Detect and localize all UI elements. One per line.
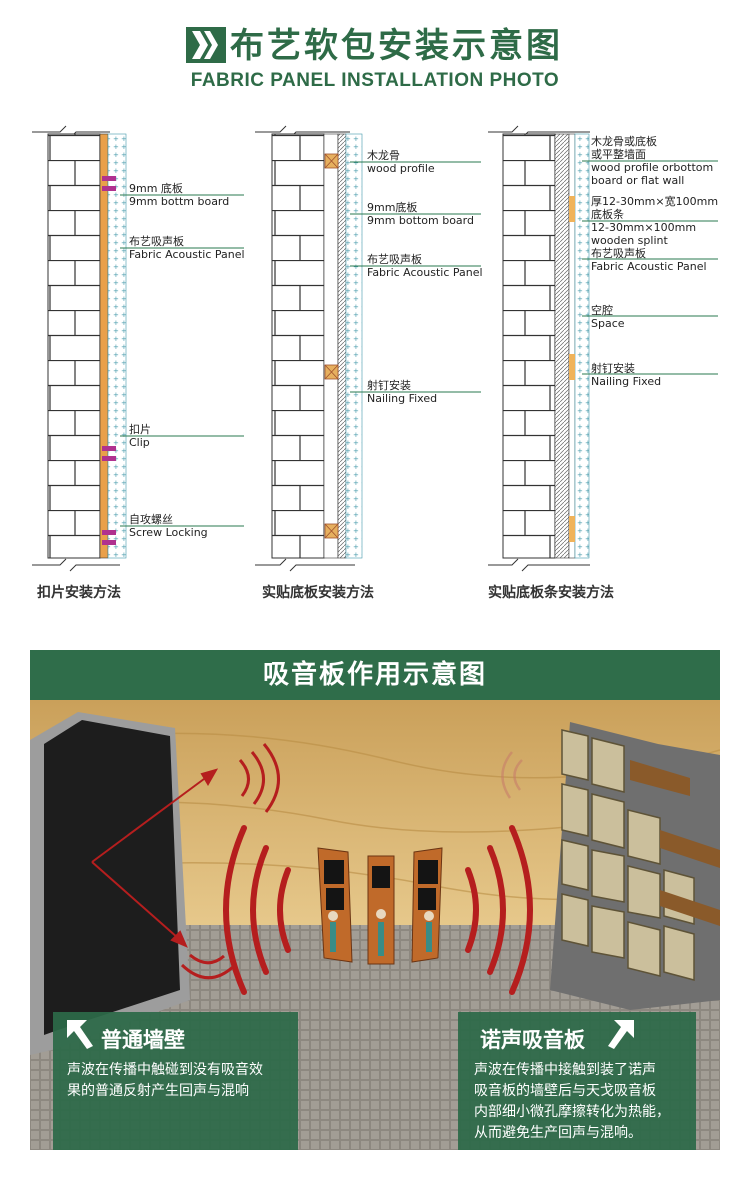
info-text-absorption: 声波在传播中接触到装了诺声 吸音板的墙壁后与天戈吸音板 内部细小微孔摩擦转化为热…	[474, 1062, 670, 1141]
installation-drawings: +	[32, 125, 718, 572]
absorption-wall	[550, 722, 720, 1010]
reflection-arrows	[91, 768, 219, 948]
arrow-up-right-icon	[608, 1020, 634, 1049]
page-header: 布艺软包安装示意图 FABRIC PANEL INSTALLATION PHOT…	[0, 0, 750, 110]
info-title-absorption: 诺声吸音板	[480, 1028, 585, 1052]
diagram-clip-method	[32, 125, 244, 572]
diagram-board-method	[255, 125, 481, 572]
speaker-set	[317, 847, 443, 965]
caption-board-method: 实贴底板安装方法	[262, 585, 374, 601]
info-text-ordinary: 声波在传播中触碰到没有吸音效 果的普通反射产生回声与混响	[67, 1062, 263, 1099]
sound-waves	[223, 825, 533, 995]
page-subtitle: FABRIC PANEL INSTALLATION PHOTO	[190, 70, 560, 91]
clip-marker	[102, 176, 116, 545]
ordinary-wall-info: 普通墙壁 声波在传播中触碰到没有吸音效 果的普通反射产生回声与混响	[53, 1012, 298, 1150]
caption-strip-method: 实贴底板条安装方法	[488, 585, 614, 601]
caption-clip-method: 扣片安装方法	[37, 585, 121, 601]
installation-diagrams: +	[0, 110, 750, 620]
diagram-strip-method	[488, 125, 718, 572]
absorption-panel-info: 诺声吸音板 声波在传播中接触到装了诺声 吸音板的墙壁后与天戈吸音板 内部细小微孔…	[458, 1012, 696, 1150]
reflected-waves	[180, 743, 280, 980]
arrow-up-left-icon	[67, 1020, 93, 1049]
effect-banner: 吸音板作用示意图	[30, 650, 720, 700]
ordinary-wall	[30, 712, 190, 1055]
info-title-ordinary: 普通墙壁	[101, 1028, 185, 1052]
chevron-logo-icon	[186, 27, 226, 63]
page-title: 布艺软包安装示意图	[230, 26, 563, 66]
